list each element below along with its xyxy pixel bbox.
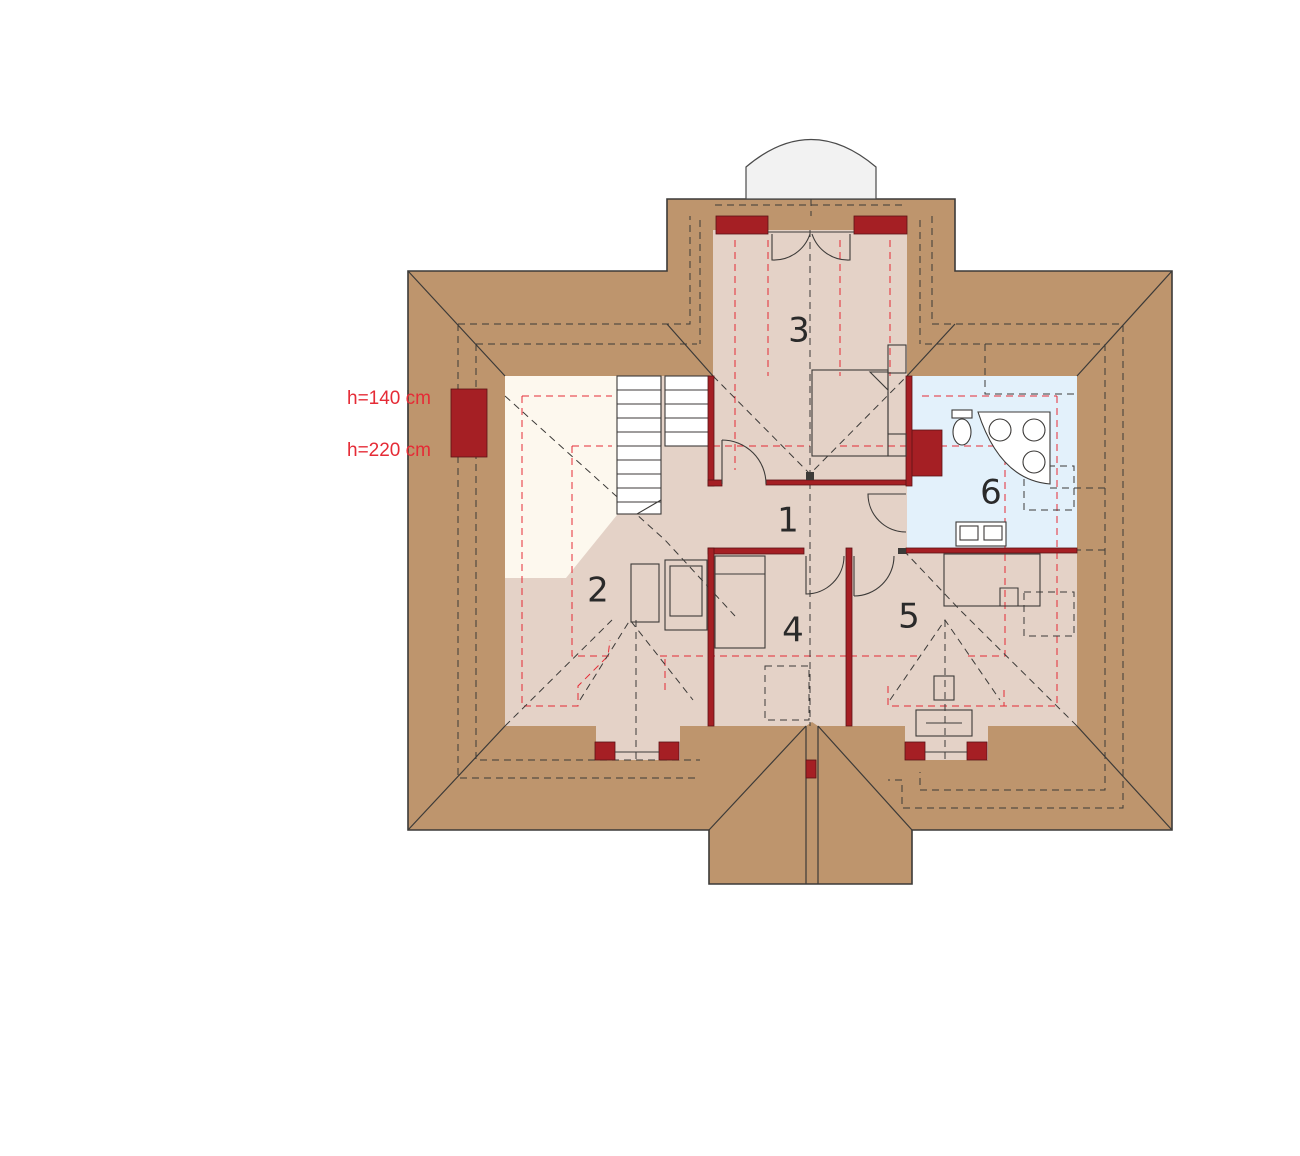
valley-line <box>906 323 956 377</box>
bed <box>714 555 766 649</box>
height-legend: h=140 cm h=220 cm <box>347 388 431 461</box>
roof-ridges <box>407 270 1173 884</box>
ceiling-diagonal <box>579 619 694 701</box>
wall-segment <box>905 375 913 487</box>
stair-edge <box>617 499 662 515</box>
stair-flight <box>664 375 710 447</box>
room-number-3: 3 <box>788 311 810 351</box>
desk <box>915 709 973 737</box>
room-number-4: 4 <box>782 611 804 651</box>
wall-segment <box>707 375 715 487</box>
toilet-tank <box>951 409 973 419</box>
wall-segment <box>715 215 769 235</box>
main-floor-area <box>505 230 1077 760</box>
wall-segment <box>845 547 853 727</box>
door-swing <box>805 555 845 595</box>
nightstand <box>887 344 907 374</box>
eaves-dash <box>475 344 700 761</box>
door-swing <box>853 555 895 597</box>
sofa-seat <box>669 565 703 617</box>
wall-post <box>806 472 814 480</box>
sink-basin <box>983 525 1003 541</box>
hip-line <box>407 725 506 831</box>
room-number-6: 6 <box>980 473 1002 513</box>
ceiling-diagonal <box>504 619 613 727</box>
bed <box>943 553 1041 607</box>
doors <box>721 231 907 597</box>
sofa <box>664 559 708 631</box>
eaves-dash <box>457 324 700 779</box>
eaves-lines <box>457 216 1124 809</box>
skylight-dash <box>1023 591 1075 637</box>
wall-segment <box>805 759 817 779</box>
balcony <box>745 139 877 200</box>
sink-basin <box>959 525 979 541</box>
room-number-1: 1 <box>777 501 799 541</box>
hip-line <box>1076 725 1173 831</box>
room-labels: 1 2 3 4 5 6 <box>587 311 1002 651</box>
bathtub-detail <box>1022 450 1046 474</box>
chimney <box>450 388 488 458</box>
stairwell-void <box>505 376 617 578</box>
bed-pillow <box>999 587 1019 606</box>
height-220-line <box>571 240 1006 690</box>
door-swing <box>867 493 907 533</box>
corner-bathtub <box>977 411 1051 485</box>
chimney-dash <box>1050 487 1105 551</box>
wall-segment <box>707 547 805 555</box>
staircase <box>616 375 710 515</box>
chimney <box>907 429 943 477</box>
height-140-line <box>521 240 1058 707</box>
chimney-dash <box>984 344 1075 395</box>
room-number-5: 5 <box>898 597 920 637</box>
furniture <box>630 344 1051 737</box>
door-swing <box>721 439 767 485</box>
window-wall <box>904 741 926 761</box>
wall-post <box>898 548 906 554</box>
desk-chair <box>933 675 955 701</box>
balcony-door <box>771 233 851 261</box>
window-wall <box>966 741 988 761</box>
wall-segment <box>765 479 909 486</box>
bathtub-detail <box>988 418 1012 442</box>
dormer-line <box>817 725 913 831</box>
eaves-dash <box>476 343 1106 791</box>
walls <box>450 215 1078 779</box>
bed-pillow <box>868 371 889 392</box>
desk <box>630 563 660 623</box>
stair-flight <box>616 375 662 515</box>
window-wall <box>658 741 680 761</box>
height-label-220: h=220 cm <box>347 440 431 461</box>
ceiling-diagonal <box>904 551 1078 727</box>
skylight-dash <box>764 665 810 721</box>
dormer-line <box>708 725 807 831</box>
eaves-dash <box>699 220 921 344</box>
hip-line <box>407 270 506 377</box>
wall-segment <box>707 479 723 487</box>
eaves-dash <box>458 216 1124 809</box>
nightstand <box>887 433 907 457</box>
stair-treads <box>617 376 709 503</box>
wall-segment <box>905 547 1078 554</box>
bathtub-detail <box>1022 418 1046 442</box>
wall-segment <box>707 547 715 727</box>
toilet-bowl <box>952 418 972 446</box>
height-label-140: h=140 cm <box>347 388 431 409</box>
hip-line <box>1076 270 1173 377</box>
room-number-2: 2 <box>587 571 609 611</box>
wall-segment <box>853 215 908 235</box>
valley-line <box>666 323 714 377</box>
window-wall <box>594 741 616 761</box>
